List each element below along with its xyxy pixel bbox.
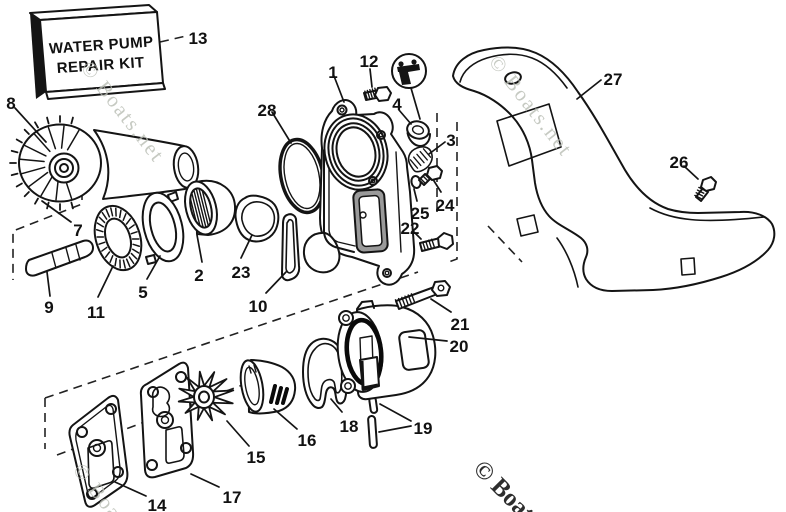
part-label-9[interactable]: 9 xyxy=(44,298,53,317)
impeller-blades xyxy=(177,370,235,422)
part-label-11[interactable]: 11 xyxy=(87,303,105,322)
part-label-23[interactable]: 23 xyxy=(232,263,251,282)
part-20-pump-housing xyxy=(336,300,437,401)
part-label-28[interactable]: 28 xyxy=(258,101,277,120)
part-16-liner xyxy=(239,359,297,415)
part-label-14[interactable]: 14 xyxy=(148,496,167,512)
part-8-gear xyxy=(9,115,200,211)
part-label-8[interactable]: 8 xyxy=(6,94,15,113)
part-label-19[interactable]: 19 xyxy=(414,419,433,438)
part-label-4[interactable]: 4 xyxy=(392,95,402,114)
gear-flutes xyxy=(19,125,80,201)
part-label-26[interactable]: 26 xyxy=(670,153,689,172)
part-label-3[interactable]: 3 xyxy=(446,131,455,150)
watermark-text-4: © Boats.net xyxy=(468,455,575,512)
part-label-16[interactable]: 16 xyxy=(298,431,317,450)
part-4-seal xyxy=(406,120,431,147)
dashed-lines xyxy=(12,35,523,456)
part-15-impeller xyxy=(177,370,235,422)
part-label-13[interactable]: 13 xyxy=(189,29,208,48)
part-27-cover xyxy=(452,46,776,292)
part-3-spring xyxy=(407,146,433,173)
part-17-wear-plate xyxy=(139,361,195,479)
bearing-rollers xyxy=(95,207,141,269)
construction-lines xyxy=(12,35,523,456)
part-24-bolt xyxy=(418,165,443,186)
part-label-21[interactable]: 21 xyxy=(451,315,470,334)
part-2-needle-bearing xyxy=(184,179,237,236)
part-9-shaft xyxy=(25,239,94,277)
part-11-thrust-bearing xyxy=(93,204,143,272)
part-26-bolt xyxy=(694,176,717,202)
part-label-7[interactable]: 7 xyxy=(73,221,82,240)
part-label-17[interactable]: 17 xyxy=(223,488,242,507)
part-label-27[interactable]: 27 xyxy=(604,70,623,89)
part-1-housing xyxy=(302,99,416,286)
part-13-repair-kit-box: WATER PUMP REPAIR KIT xyxy=(29,4,166,100)
leader-lines xyxy=(14,68,699,497)
part-label-5[interactable]: 5 xyxy=(138,283,147,302)
bearing-needles xyxy=(189,188,211,228)
part-label-18[interactable]: 18 xyxy=(340,417,359,436)
housing-bore xyxy=(323,113,389,191)
kit-box-title-line2: REPAIR KIT xyxy=(56,54,145,77)
part-12-screw xyxy=(363,86,392,102)
callout-leaders xyxy=(14,68,699,497)
part-19-pins xyxy=(367,396,379,449)
gear-teeth xyxy=(9,115,74,211)
lube-icon xyxy=(391,53,427,120)
part-label-2[interactable]: 2 xyxy=(194,266,203,285)
part-label-15[interactable]: 15 xyxy=(247,448,266,467)
part-label-24[interactable]: 24 xyxy=(436,196,455,215)
part-5-washer xyxy=(141,191,185,265)
liner-grooves xyxy=(269,384,289,405)
part-number-labels: 13 8 28 1 12 4 3 27 26 25 24 22 7 9 11 5… xyxy=(6,29,688,512)
part-23-seal xyxy=(234,194,280,243)
part-label-20[interactable]: 20 xyxy=(450,337,469,356)
part-label-10[interactable]: 10 xyxy=(249,297,268,316)
part-10-seal-strip xyxy=(281,213,301,282)
part-label-1[interactable]: 1 xyxy=(328,63,337,82)
part-label-12[interactable]: 12 xyxy=(360,52,379,71)
part-14-gasket xyxy=(68,394,129,508)
part-22-bolt xyxy=(419,232,454,252)
part-label-25[interactable]: 25 xyxy=(411,204,430,223)
part-label-22[interactable]: 22 xyxy=(401,219,420,238)
part-21-bolt xyxy=(394,280,451,310)
